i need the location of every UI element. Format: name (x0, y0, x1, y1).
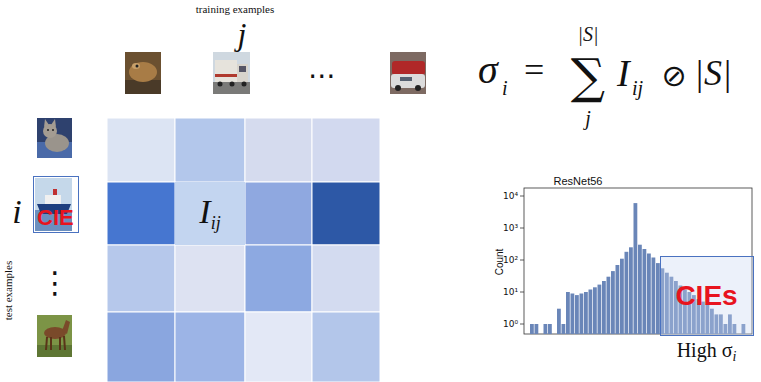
matrix-cell (312, 118, 380, 182)
histogram-bar (629, 247, 633, 334)
tick-label: 10² (503, 256, 518, 265)
tick-label: 10³ (503, 224, 518, 233)
matrix-cell (107, 182, 175, 245)
formula-operator: ∑ (571, 52, 605, 100)
histogram-bar (557, 309, 561, 334)
cell-symbol: I (199, 193, 210, 230)
histogram-bar (544, 324, 548, 334)
histogram-bar (620, 259, 624, 334)
matrix-cell (175, 245, 245, 312)
histogram-bar (638, 245, 642, 334)
formula-subscript: ij (632, 78, 643, 98)
histogram-bar (530, 324, 534, 334)
histogram-bar (535, 324, 539, 334)
matrix-cell (312, 312, 380, 382)
influence-matrix (107, 118, 380, 382)
ellipsis: ⋯ (308, 62, 336, 90)
formula-limit: j (585, 108, 591, 128)
matrix-cell (245, 182, 312, 245)
formula-operator: ⊘ (661, 61, 686, 91)
car-thumbnail (390, 52, 426, 94)
histogram-bar (566, 292, 570, 334)
histogram-bar (598, 285, 602, 334)
formula-symbol: σ (478, 50, 498, 90)
cat-thumbnail (37, 118, 72, 158)
histogram-bar (602, 281, 606, 334)
formula-symbol: I (617, 54, 630, 92)
index-symbol: i (12, 195, 21, 229)
histogram-bar (634, 203, 638, 334)
caption-text: High σ (677, 339, 733, 361)
histogram-bar (611, 271, 615, 334)
matrix-cell: Iij (175, 182, 245, 245)
horse-thumbnail (37, 315, 72, 357)
matrix-cell (245, 312, 312, 382)
frog-thumbnail (125, 52, 161, 94)
histogram-bar (643, 249, 647, 334)
highlight-label: CIE (37, 205, 74, 230)
matrix-cell (175, 118, 245, 182)
matrix-cell (175, 312, 245, 382)
truck-thumbnail (213, 52, 250, 94)
tick-label: 10⁰ (503, 320, 518, 329)
formula-operator: = (524, 52, 544, 88)
index-symbol: j (238, 18, 247, 50)
highlight-box: CIEsHigh σi (660, 256, 754, 336)
formula-symbol: |S| (694, 55, 732, 91)
tick-label: 10¹ (503, 288, 518, 297)
histogram-bar (548, 324, 552, 334)
highlight-label: CIEs (675, 280, 737, 311)
matrix-cell (312, 245, 380, 312)
chart-title: ResNet56 (554, 176, 603, 187)
formula-limit: |S| (578, 24, 599, 44)
matrix-cell (312, 182, 380, 245)
cell-subscript: ij (211, 213, 221, 233)
histogram-bar (647, 254, 651, 335)
histogram-bar (589, 290, 593, 335)
axis-caption: training examples (196, 4, 275, 15)
ellipsis: ⋮ (40, 268, 70, 298)
matrix-cell (107, 245, 175, 312)
histogram-bar (580, 294, 584, 335)
tick-label: 10⁴ (503, 192, 518, 201)
matrix-cell (245, 245, 312, 312)
histogram-bar (575, 295, 579, 334)
formula-subscript: i (502, 78, 508, 98)
histogram-bar (584, 292, 588, 334)
histogram-bar (607, 277, 611, 334)
matrix-cell (107, 312, 175, 382)
histogram-bar (625, 252, 629, 334)
highlight-box: CIE (33, 176, 79, 233)
caption-subscript: i (732, 349, 736, 364)
matrix-cell (107, 118, 175, 182)
histogram-bar (593, 287, 597, 334)
matrix-cell (245, 118, 312, 182)
histogram-bar (571, 294, 575, 335)
histogram-bar (616, 265, 620, 334)
axis-caption: test examples (4, 260, 15, 320)
histogram-bar (562, 324, 566, 334)
histogram-bar (652, 258, 656, 335)
